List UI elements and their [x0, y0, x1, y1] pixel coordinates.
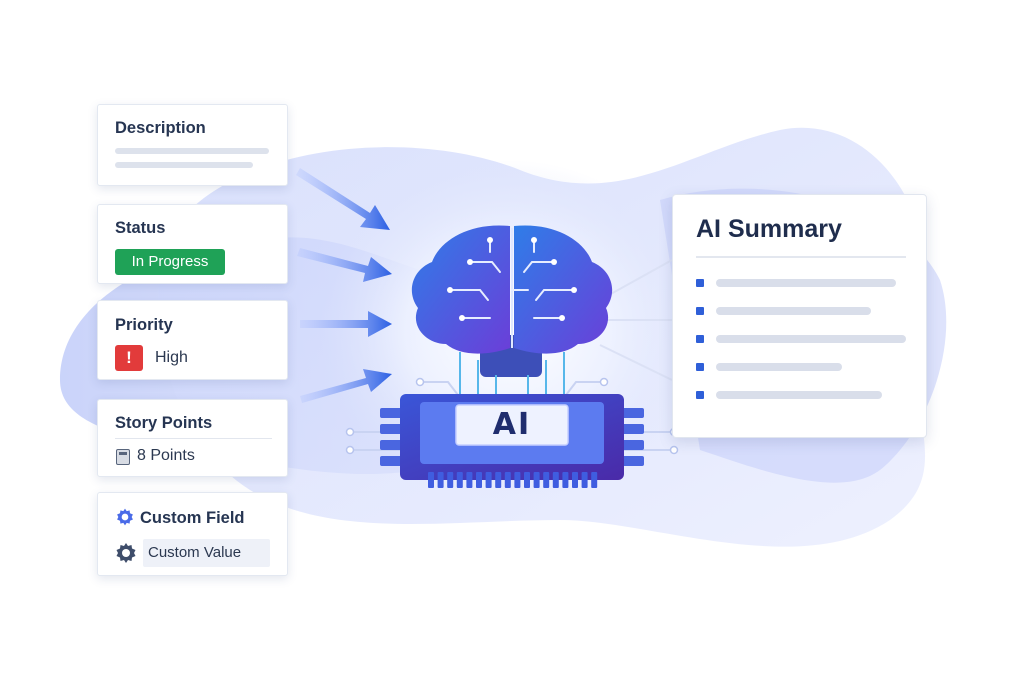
- priority-card: Priority ! High: [97, 300, 288, 380]
- summary-bullet: [696, 307, 704, 315]
- custom-field-title: Custom Field: [140, 509, 245, 527]
- priority-title: Priority: [115, 316, 173, 334]
- story-points-divider: [115, 438, 272, 439]
- chip-pin: [562, 472, 569, 488]
- summary-placeholder-line: [716, 279, 896, 287]
- description-placeholder-line: [115, 162, 253, 168]
- chip-label: AI: [492, 407, 532, 442]
- chip-pin: [485, 472, 492, 488]
- ai-summary-title: AI Summary: [696, 215, 842, 243]
- story-points-title: Story Points: [115, 414, 213, 432]
- chip-pin: [572, 472, 578, 488]
- gear-icon: [116, 543, 136, 563]
- chip-pin: [514, 472, 521, 488]
- status-title: Status: [115, 219, 166, 237]
- chip-pin: [456, 472, 463, 488]
- chip-pin: [447, 472, 454, 488]
- chip-pin: [591, 472, 598, 488]
- custom-field-card: Custom Field Custom Value: [97, 492, 288, 576]
- custom-field-value: Custom Value: [148, 544, 242, 561]
- description-card: Description: [97, 104, 288, 186]
- chip-pin: [504, 472, 511, 488]
- gear-icon: [117, 508, 133, 526]
- summary-bullet: [696, 335, 704, 343]
- priority-value: High: [155, 349, 188, 366]
- custom-value-box: [143, 539, 270, 567]
- calculator-icon: [116, 449, 130, 465]
- summary-bullet: [696, 363, 704, 371]
- ai-summary-panel: AI Summary: [672, 194, 927, 438]
- arrow-icon: [300, 369, 392, 403]
- chip-icon: [380, 394, 644, 488]
- status-badge: In Progress: [115, 249, 225, 275]
- brain-icon: [411, 225, 613, 377]
- arrow-icon: [300, 311, 392, 337]
- summary-placeholder-line: [716, 391, 882, 399]
- summary-placeholder-line: [716, 335, 906, 343]
- arrow-icon: [297, 248, 392, 282]
- chip-pin: [437, 472, 444, 488]
- summary-placeholder-line: [716, 307, 871, 315]
- story-points-card: Story Points 8 Points: [97, 399, 288, 477]
- chip-pin: [524, 472, 530, 488]
- alert-icon: !: [115, 345, 143, 371]
- description-placeholder-line: [115, 148, 269, 154]
- output-circuit-lines: [599, 259, 673, 381]
- chip-pin: [476, 472, 482, 488]
- chip-pin: [552, 472, 559, 488]
- brain-connectors: [459, 352, 565, 395]
- summary-placeholder-line: [716, 363, 842, 371]
- summary-bullet: [696, 279, 704, 287]
- chip-label-wrap: AI: [456, 405, 568, 445]
- chip-pins: [428, 472, 598, 488]
- story-points-value: 8 Points: [137, 447, 195, 464]
- ai-summary-divider: [696, 256, 906, 258]
- chip-pin: [581, 472, 588, 488]
- chip-pin: [543, 472, 550, 488]
- chip-pin: [495, 472, 502, 488]
- input-arrows: [296, 168, 392, 403]
- chip-pin: [466, 472, 473, 488]
- arrow-icon: [296, 168, 390, 230]
- status-card: Status In Progress: [97, 204, 288, 284]
- description-title: Description: [115, 119, 206, 137]
- chip-pin: [533, 472, 540, 488]
- summary-bullet: [696, 391, 704, 399]
- chip-pin: [428, 472, 434, 488]
